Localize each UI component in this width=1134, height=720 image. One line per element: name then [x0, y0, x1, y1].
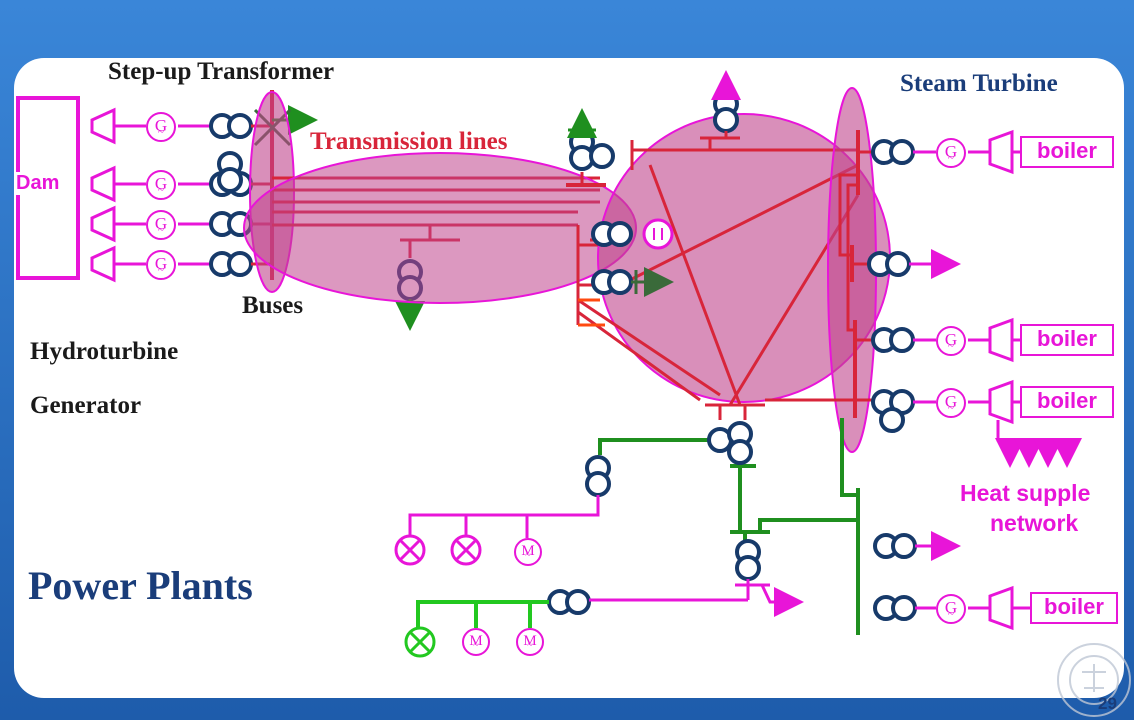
step-up-transformer-label: Step-up Transformer [108, 58, 335, 85]
synchronous-condenser [642, 218, 674, 250]
heat-supply-label-2: network [990, 510, 1079, 536]
boiler-2: boiler [1020, 324, 1114, 356]
hydro-generator-1: G~ [146, 112, 176, 142]
university-seal [1057, 643, 1131, 717]
boiler-4: boiler [1030, 592, 1118, 624]
motor-1: M~ [514, 538, 542, 566]
hydro-transformers [209, 113, 253, 277]
distribution-network [598, 418, 860, 635]
hydro-generator-3: G~ [146, 210, 176, 240]
steam-generator-1: G~ [936, 138, 966, 168]
hydro-generator-2: G~ [146, 170, 176, 200]
steam-generator-3: G~ [936, 388, 966, 418]
motor-2: M~ [462, 628, 490, 656]
hydro-generator-4: G~ [146, 250, 176, 280]
motor-3: M~ [516, 628, 544, 656]
buses-label: Buses [242, 292, 304, 319]
content-card [14, 58, 1124, 698]
steam-generator-4: G~ [936, 594, 966, 624]
steam-turbines [988, 129, 1014, 631]
dam-label: Dam [16, 172, 60, 195]
page-number: 29 [1098, 694, 1117, 713]
transmission-lines-label: Transmission lines [310, 128, 508, 155]
boiler-1: boiler [1020, 136, 1114, 168]
page-title: Power Plants [28, 563, 253, 608]
hydroturbine-label: Hydroturbine [30, 338, 179, 365]
heat-supply-label-1: Heat supple [960, 480, 1091, 506]
generator-label: Generator [30, 392, 142, 419]
boiler-3: boiler [1020, 386, 1114, 418]
hydro-links [114, 124, 210, 266]
hydro-turbines [90, 107, 116, 283]
steam-turbine-label: Steam Turbine [900, 70, 1058, 97]
steam-generator-2: G~ [936, 326, 966, 356]
